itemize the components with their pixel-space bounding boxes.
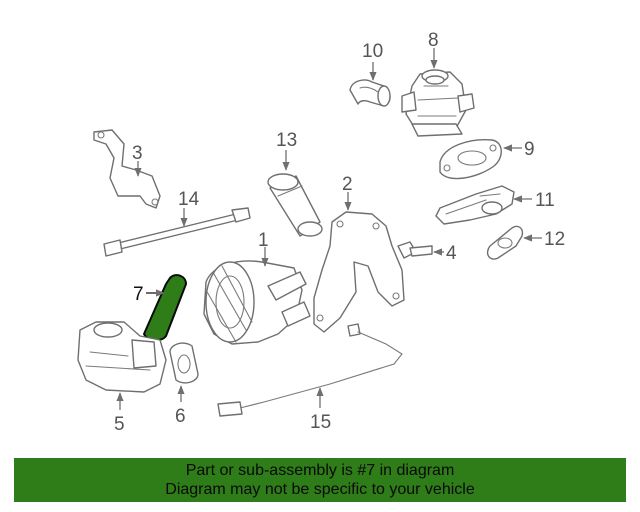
svg-text:13: 13	[276, 130, 297, 151]
callout-13: 13	[276, 130, 297, 171]
banner-line-1: Part or sub-assembly is #7 in diagram	[185, 462, 455, 479]
callout-15: 15	[310, 387, 331, 433]
svg-text:12: 12	[544, 229, 565, 250]
part-2-bracket[interactable]	[313, 211, 405, 333]
part-6-gasket[interactable]	[169, 342, 199, 384]
callout-12: 12	[523, 229, 565, 250]
svg-text:8: 8	[428, 30, 439, 51]
svg-text:1: 1	[258, 230, 269, 251]
svg-text:3: 3	[132, 143, 143, 164]
svg-text:7: 7	[133, 284, 144, 305]
part-8-valve[interactable]	[401, 69, 475, 137]
part-12-gasket[interactable]	[486, 225, 524, 260]
callout-14: 14	[178, 189, 200, 227]
callout-1: 1	[258, 230, 269, 267]
callout-3: 3	[132, 143, 143, 177]
svg-text:6: 6	[175, 406, 186, 427]
callout-10: 10	[362, 41, 383, 81]
svg-text:15: 15	[310, 412, 331, 433]
part-3-bracket[interactable]	[93, 129, 161, 209]
svg-text:9: 9	[524, 139, 535, 160]
svg-text:2: 2	[342, 174, 353, 195]
part-1-air-pump[interactable]	[203, 260, 311, 345]
callout-8: 8	[428, 30, 439, 69]
svg-text:4: 4	[446, 243, 457, 264]
part-4-bolt[interactable]	[397, 241, 433, 259]
info-banner: Part or sub-assembly is #7 in diagram Di…	[14, 458, 626, 502]
part-5-valve-block[interactable]	[77, 321, 167, 393]
callout-6: 6	[175, 385, 186, 427]
svg-text:10: 10	[362, 41, 383, 62]
part-10-hose[interactable]	[349, 79, 391, 107]
part-7-hose[interactable]	[143, 274, 187, 342]
banner-line-2: Diagram may not be specific to your vehi…	[165, 481, 475, 498]
svg-text:11: 11	[535, 190, 555, 211]
part-15-sensor[interactable]	[217, 323, 403, 417]
part-14-sensor[interactable]	[103, 207, 251, 257]
callout-2: 2	[342, 174, 353, 211]
part-11-pipe[interactable]	[435, 185, 515, 225]
svg-text:5: 5	[114, 414, 125, 435]
callout-11: 11	[513, 190, 555, 211]
part-9-gasket[interactable]	[439, 139, 502, 180]
callout-4: 4	[433, 243, 457, 264]
part-13-filter[interactable]	[267, 173, 323, 237]
parts-diagram: 1 2 3 4 5 6 7 8 9 10 11 12	[77, 30, 565, 435]
callout-9: 9	[503, 139, 535, 160]
svg-text:14: 14	[178, 189, 200, 210]
callout-5: 5	[114, 392, 125, 435]
callout-7: 7	[133, 284, 165, 305]
